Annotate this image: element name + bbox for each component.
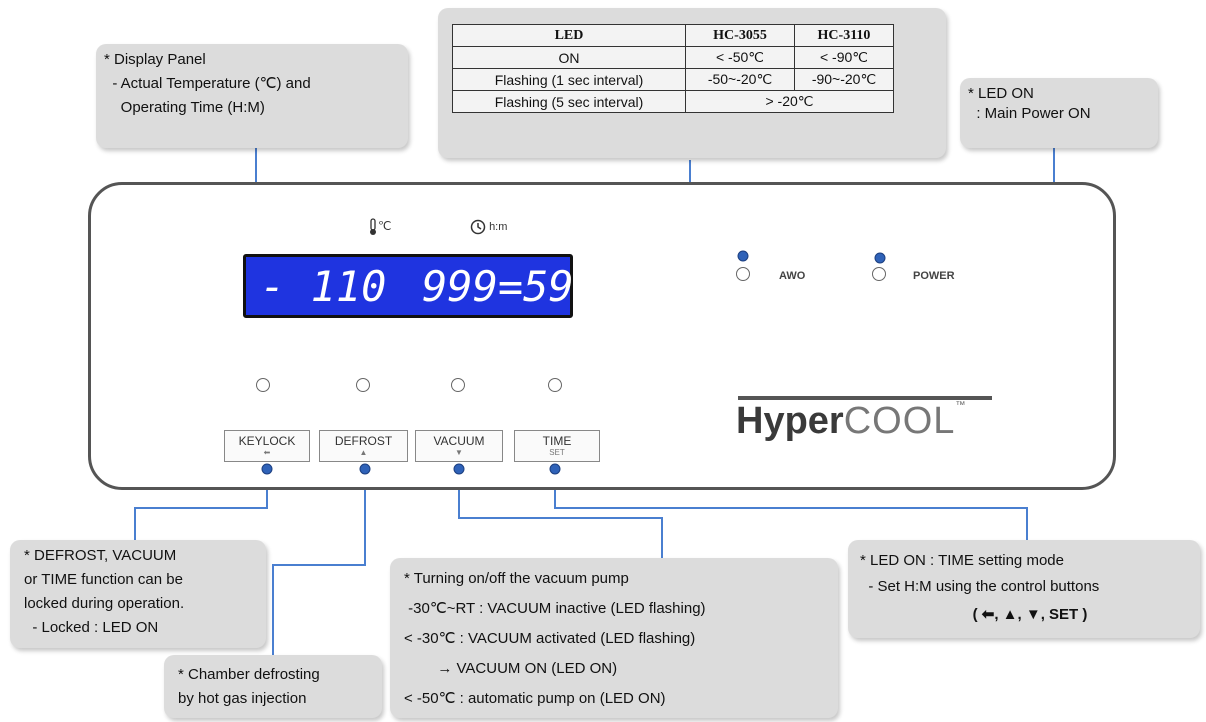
button-symbols: ( ⬅, ▲, ▼, SET ) <box>972 606 1088 623</box>
clock-icon: h:m <box>470 219 507 235</box>
awo-led <box>736 267 750 281</box>
callout-line: * DEFROST, VACUUM <box>24 547 177 564</box>
callout-line: or TIME function can be <box>24 571 183 588</box>
up-arrow-icon: ▲ <box>359 448 368 457</box>
logo-bar <box>738 396 992 400</box>
temperature-icon: ℃ <box>368 218 391 236</box>
callout-line: * Display Panel <box>104 51 206 68</box>
time-button[interactable]: TIME SET <box>514 430 600 462</box>
lcd-display: - 110 999=59 <box>243 254 574 318</box>
temperature-readout: - 110 <box>260 261 387 311</box>
callout-line: - Locked : LED ON <box>24 619 159 636</box>
down-arrow-icon: ▼ <box>455 448 463 457</box>
keylock-button-label: KEYLOCK <box>238 434 296 448</box>
keylock-led <box>256 378 270 392</box>
power-led-callout: * LED ON : Main Power ON <box>960 78 1158 148</box>
temperature-unit: ℃ <box>378 219 392 234</box>
vacuum-button-label: VACUUM <box>433 434 485 448</box>
callout-line: by hot gas injection <box>178 690 307 707</box>
table-cell: > -20℃ <box>685 90 894 113</box>
vacuum-led <box>451 378 465 392</box>
power-label: POWER <box>913 270 955 282</box>
set-label: SET <box>549 448 565 457</box>
hypercool-logo: HyperCOOL™ <box>736 400 965 443</box>
defrost-callout: * Chamber defrosting by hot gas injectio… <box>164 655 382 718</box>
power-led <box>872 267 886 281</box>
table-header: HC-3055 <box>685 24 795 47</box>
keylock-callout: * DEFROST, VACUUM or TIME function can b… <box>10 540 266 648</box>
table-cell: < -50℃ <box>685 46 795 69</box>
left-arrow-icon: ⬅ <box>263 448 271 457</box>
defrost-button-label: DEFROST <box>334 434 393 448</box>
table-cell: Flashing (5 sec interval) <box>452 90 686 113</box>
display-panel-callout: * Display Panel - Actual Temperature (℃)… <box>96 44 408 148</box>
time-led <box>548 378 562 392</box>
defrost-button[interactable]: DEFROST ▲ <box>319 430 408 462</box>
led-status-table: LED HC-3055 HC-3110 ON < -50℃ < -90℃ Fla… <box>452 24 894 113</box>
table-header-row: LED HC-3055 HC-3110 <box>452 24 894 47</box>
callout-line: * Turning on/off the vacuum pump <box>404 570 629 587</box>
defrost-led <box>356 378 370 392</box>
table-cell: -50~-20℃ <box>685 68 795 91</box>
callout-line: - Actual Temperature (℃) and <box>104 75 311 92</box>
logo-bold-text: Hyper <box>736 400 844 442</box>
time-callout: * LED ON : TIME setting mode - Set H:M u… <box>848 540 1200 638</box>
time-unit: h:m <box>489 220 508 233</box>
callout-line: * LED ON <box>968 85 1034 102</box>
table-header: HC-3110 <box>794 24 894 47</box>
keylock-button[interactable]: KEYLOCK ⬅ <box>224 430 310 462</box>
callout-line: locked during operation. <box>24 595 185 612</box>
time-readout: 999=59 <box>422 261 574 311</box>
callout-line: Operating Time (H:M) <box>104 99 265 116</box>
callout-line: < -30℃ : VACUUM activated (LED flashing) <box>404 630 696 647</box>
logo-light-text: COOL <box>843 400 956 442</box>
callout-line: → VACUUM ON (LED ON) <box>404 660 618 677</box>
callout-line: - Set H:M using the control buttons <box>860 578 1100 595</box>
table-cell: Flashing (1 sec interval) <box>452 68 686 91</box>
table-header: LED <box>452 24 686 47</box>
callout-line: * LED ON : TIME setting mode <box>860 552 1064 569</box>
trademark-symbol: ™ <box>955 400 966 411</box>
vacuum-button[interactable]: VACUUM ▼ <box>415 430 503 462</box>
callout-line: < -50℃ : automatic pump on (LED ON) <box>404 690 666 707</box>
table-row: Flashing (5 sec interval) > -20℃ <box>452 90 894 113</box>
time-button-label: TIME <box>542 434 572 448</box>
callout-line: : Main Power ON <box>968 105 1091 122</box>
vacuum-callout: * Turning on/off the vacuum pump -30℃~RT… <box>390 558 838 718</box>
table-cell: -90~-20℃ <box>794 68 894 91</box>
callout-line: -30℃~RT : VACUUM inactive (LED flashing) <box>404 600 706 617</box>
callout-line: * Chamber defrosting <box>178 666 320 683</box>
table-row: Flashing (1 sec interval) -50~-20℃ -90~-… <box>452 68 894 91</box>
table-row: ON < -50℃ < -90℃ <box>452 46 894 69</box>
awo-label: AWO <box>779 270 806 282</box>
table-cell: < -90℃ <box>794 46 894 69</box>
table-cell: ON <box>452 46 686 69</box>
